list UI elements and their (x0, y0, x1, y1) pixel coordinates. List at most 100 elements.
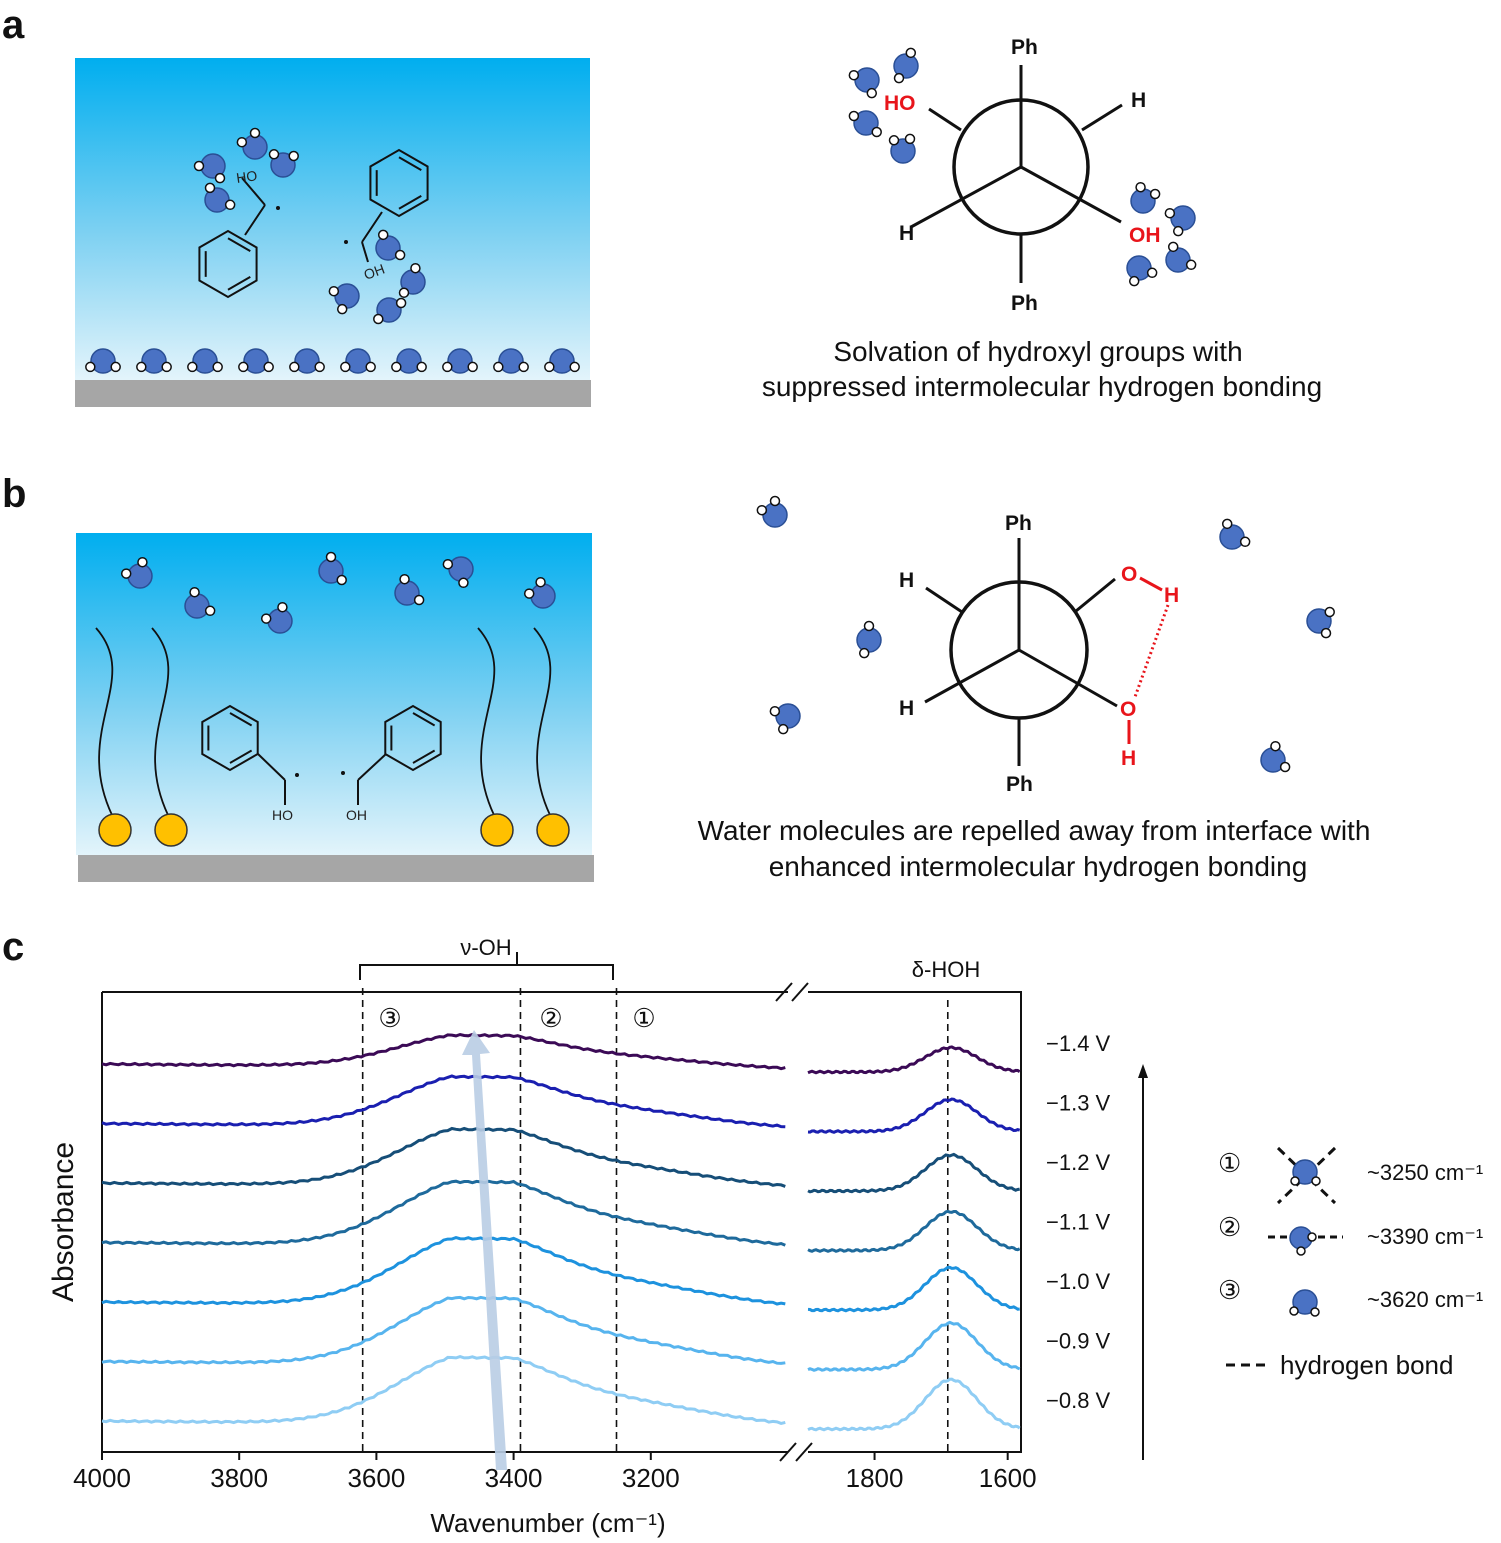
x-tick-label: 1800 (846, 1463, 904, 1493)
panel-c-letter: c (2, 925, 24, 969)
spectrum-hoh-line (807, 1097, 1021, 1134)
panel-a-solvation-water (193, 127, 426, 325)
water-molecule (260, 601, 293, 634)
region-marker: ② (539, 1003, 562, 1033)
voltage-label: −1.4 V (1046, 1031, 1111, 1056)
voltage-label: −0.9 V (1046, 1329, 1111, 1354)
reference-lines (361, 988, 949, 1452)
water-molecule (493, 348, 529, 374)
water-molecule (848, 110, 882, 138)
v-oh-bracket (359, 964, 614, 980)
spectrum-oh-line (101, 1032, 786, 1071)
voltage-label: −1.0 V (1046, 1269, 1111, 1294)
panel-a-adsorbed-water-layer (85, 348, 580, 374)
legend-item-1: ① ~3250 cm⁻¹ (1218, 1146, 1483, 1205)
radical-dot (341, 771, 345, 775)
trend-arrow (462, 1030, 507, 1470)
surfactant-head (98, 813, 132, 847)
water-molecule (888, 133, 916, 164)
water-molecule (120, 556, 153, 589)
panel-b-electrode (78, 855, 594, 882)
legend-item-hbond: hydrogen bond (1226, 1350, 1453, 1380)
y-axis-title: Absorbance (47, 1142, 80, 1302)
water-molecule (318, 551, 347, 586)
newman-a-oh: OH (1129, 224, 1161, 247)
x-tick-label: 3400 (485, 1463, 543, 1493)
radical-dot (276, 206, 280, 210)
surfactant-head (480, 813, 514, 847)
legend-hbond-label: hydrogen bond (1280, 1350, 1453, 1380)
water-molecule (544, 348, 580, 374)
water-molecule (1126, 255, 1158, 287)
newman-b-h-lower-left: H (899, 697, 914, 720)
legend-marker-3: ③ (1218, 1275, 1241, 1305)
water-molecule (394, 573, 425, 606)
legend-water-two-bond-icon (1268, 1226, 1343, 1256)
water-molecule (289, 348, 325, 374)
panel-b-caption-line1: Water molecules are repelled away from i… (698, 815, 1371, 846)
water-molecule (1164, 205, 1196, 237)
region-marker: ① (632, 1003, 655, 1033)
water-molecule (268, 149, 299, 178)
water-molecule (136, 348, 172, 374)
x-tick-label: 3800 (210, 1463, 268, 1493)
newman-b-free-water (756, 495, 1335, 773)
axis-break-bottom (779, 1442, 813, 1462)
water-molecule (184, 586, 216, 619)
newman-a-ph-top: Ph (1011, 36, 1038, 59)
benzene-ring (198, 229, 258, 299)
voltage-labels: −1.4 V−1.3 V−1.2 V−1.1 V−1.0 V−0.9 V−0.8… (1046, 1031, 1111, 1413)
water-molecule (848, 67, 880, 99)
water-molecule (187, 348, 223, 374)
newman-b-ph-bottom: Ph (1006, 773, 1033, 796)
spectrum-hoh-line (807, 1265, 1020, 1313)
spectrum-hoh-line (807, 1377, 1021, 1432)
water-molecule (1130, 181, 1161, 214)
water-molecule (204, 182, 236, 213)
x-axis-title: Wavenumber (cm⁻¹) (430, 1508, 665, 1538)
water-molecule (856, 620, 882, 659)
panel-b-oh-label: OH (346, 807, 367, 823)
water-molecule (375, 229, 406, 261)
panel-b-letter: b (2, 472, 26, 516)
legend-label-2: ~3390 cm⁻¹ (1367, 1224, 1483, 1249)
spectrum-hoh-line (807, 1320, 1021, 1372)
water-molecule (442, 348, 478, 374)
water-molecule (373, 297, 407, 325)
water-molecule (398, 262, 426, 298)
spectrum-oh-line (101, 1126, 786, 1188)
legend-water-free-icon (1289, 1289, 1320, 1317)
legend-label-1: ~3250 cm⁻¹ (1367, 1160, 1483, 1185)
newman-b-o-upper: O (1121, 563, 1137, 586)
panel-b-surfactant-chains (95, 627, 570, 847)
surfactant-head (154, 813, 188, 847)
voltage-label: −1.3 V (1046, 1091, 1111, 1116)
panel-a-benzyl-radicals (198, 148, 429, 299)
panel-a-caption-line1: Solvation of hydroxyl groups with (833, 336, 1242, 367)
voltage-label: −0.8 V (1046, 1388, 1111, 1413)
v-oh-label: ν-OH (460, 935, 511, 960)
newman-a-h-left: H (899, 222, 914, 245)
spectrum-hoh-line (807, 1209, 1021, 1253)
water-molecule (893, 47, 919, 84)
panel-b-benzyl-radicals (201, 704, 442, 805)
panel-a-letter: a (2, 3, 25, 47)
panel-b-newman-projection: Ph Ph H H O H O H (756, 495, 1335, 796)
water-molecule (391, 348, 427, 374)
spectrum-oh-line (101, 1236, 786, 1306)
panel-a-newman-projection: Ph Ph H H HO OH (848, 36, 1197, 315)
water-molecule (1219, 518, 1251, 550)
panel-b-caption-line2: enhanced intermolecular hydrogen bonding (769, 851, 1308, 882)
surfactant-tail (95, 627, 114, 816)
water-molecule (1306, 606, 1335, 639)
voltage-label: −1.2 V (1046, 1150, 1111, 1175)
water-molecule (340, 348, 376, 374)
water-molecule (523, 576, 556, 609)
newman-b-h-lower: H (1121, 747, 1136, 770)
legend: ① ~3250 cm⁻¹ ② ~3390 cm⁻¹ ③ (1218, 1146, 1483, 1380)
newman-b-h-upper: H (1164, 584, 1179, 607)
legend-marker-1: ① (1218, 1148, 1241, 1178)
legend-label-3: ~3620 cm⁻¹ (1367, 1287, 1483, 1312)
newman-b-h-upper-left: H (899, 569, 914, 592)
newman-a-solvating-water (848, 47, 1197, 287)
